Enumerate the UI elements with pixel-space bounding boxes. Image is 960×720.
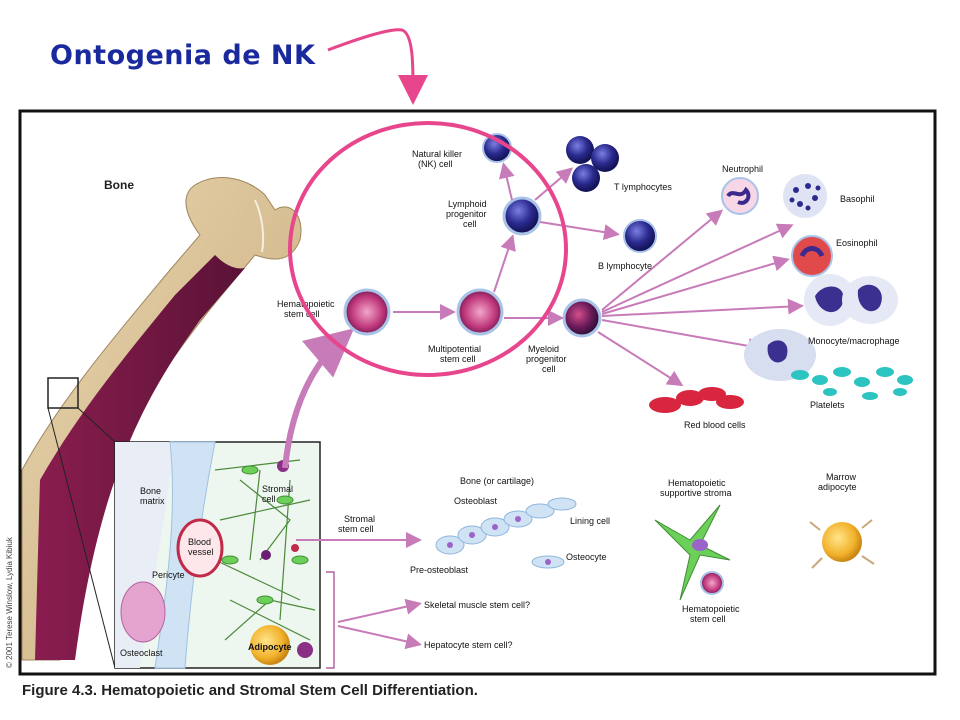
svg-text:supportive stroma: supportive stroma: [660, 488, 732, 498]
lymphoid-progenitor: [502, 196, 542, 236]
b-lymphocyte: [623, 219, 657, 253]
multipotential-stem-cell: [456, 288, 504, 336]
supportive-stroma-cell: [654, 504, 731, 601]
svg-text:Stromal: Stromal: [262, 484, 293, 494]
svg-text:Myeloid: Myeloid: [528, 344, 559, 354]
eosinophil: [791, 235, 833, 277]
bone-label: Bone: [104, 178, 134, 192]
red-blood-cells: [649, 387, 744, 413]
svg-text:stem cell: stem cell: [284, 309, 320, 319]
figure-caption: Figure 4.3. Hematopoietic and Stromal St…: [22, 682, 478, 699]
osteoclast-label: Osteoclast: [120, 648, 163, 658]
myeloid-progenitor: [562, 298, 602, 338]
marrow-adip-label-1: Marrow: [826, 472, 857, 482]
svg-text:Natural killer: Natural killer: [412, 149, 462, 159]
marrow-adipocyte: [822, 522, 862, 562]
lymphoid-label-1: Lymphoid: [448, 199, 487, 209]
svg-text:adipocyte: adipocyte: [818, 482, 857, 492]
platelets: [791, 367, 913, 400]
zoom-box: [47, 377, 79, 409]
hsc2-label-1: Hematopoietic: [682, 604, 740, 614]
basophil-label: Basophil: [840, 194, 875, 204]
bone-illustration: Bone: [21, 177, 302, 661]
supportive-label-2: supportive stroma: [660, 488, 732, 498]
svg-text:progenitor: progenitor: [446, 209, 487, 219]
svg-text:stem cell: stem cell: [690, 614, 726, 624]
svg-text:(NK) cell: (NK) cell: [418, 159, 453, 169]
svg-text:cell: cell: [463, 219, 477, 229]
myeloid-label-2: progenitor: [526, 354, 567, 364]
stromal-cell-label-2: cell: [262, 494, 276, 504]
rbc-label: Red blood cells: [684, 420, 746, 430]
lymphoid-label-3: cell: [463, 219, 477, 229]
stromal-cell-label-1: Stromal: [262, 484, 293, 494]
nk-label-1: Natural killer: [412, 149, 462, 159]
bone-cartilage-label: Bone (or cartilage): [460, 476, 534, 486]
neutrophil-label: Neutrophil: [722, 164, 763, 174]
multi-label-1: Multipotential: [428, 344, 481, 354]
lining-cell-label: Lining cell: [570, 516, 610, 526]
osteocyte-label: Osteocyte: [566, 552, 607, 562]
osteoblast-label: Osteoblast: [454, 496, 498, 506]
adipocyte-label: Adipocyte: [248, 642, 292, 652]
svg-text:cell: cell: [262, 494, 276, 504]
svg-text:stem cell: stem cell: [440, 354, 476, 364]
hsc2-label-2: stem cell: [690, 614, 726, 624]
svg-text:Hematopoietic: Hematopoietic: [682, 604, 740, 614]
pre-osteoblast-label: Pre-osteoblast: [410, 565, 469, 575]
title-arrow: [327, 28, 429, 105]
svg-text:progenitor: progenitor: [526, 354, 567, 364]
t-lymphocyte-2: [591, 144, 619, 172]
marrow-adip-label-2: adipocyte: [818, 482, 857, 492]
svg-text:cell: cell: [542, 364, 556, 374]
lineage-labels: Natural killer (NK) cell Lymphoid progen…: [277, 149, 900, 430]
nk-label-2: (NK) cell: [418, 159, 453, 169]
svg-text:Blood: Blood: [188, 537, 211, 547]
basophil: [783, 174, 827, 218]
monocyte-label: Monocyte/macrophage: [808, 336, 900, 346]
nk-highlight-circle: [288, 121, 568, 377]
marrow-inset: Bone matrix Stromal cell Blood vessel Pe…: [114, 441, 321, 669]
myeloid-label-3: cell: [542, 364, 556, 374]
t-lymphocyte-1: [566, 136, 594, 164]
inset-to-hsc-arrow: [282, 328, 355, 469]
pericyte-label: Pericyte: [152, 570, 185, 580]
svg-text:stem cell: stem cell: [338, 524, 374, 534]
bone-matrix-label-2: matrix: [140, 496, 165, 506]
t-lymphocyte-3: [572, 164, 600, 192]
supportive-label-1: Hematopoietic: [668, 478, 726, 488]
svg-text:Lymphoid: Lymphoid: [448, 199, 487, 209]
platelets-label: Platelets: [810, 400, 845, 410]
svg-text:Bone: Bone: [140, 486, 161, 496]
copyright: © 2001 Terese Winslow, Lydia Kibiuk: [5, 536, 14, 668]
svg-text:Marrow: Marrow: [826, 472, 857, 482]
svg-text:Multipotential: Multipotential: [428, 344, 481, 354]
stromal-stem-label-1: Stromal: [344, 514, 375, 524]
myeloid-label-1: Myeloid: [528, 344, 559, 354]
svg-text:vessel: vessel: [188, 547, 214, 557]
lymphoid-label-2: progenitor: [446, 209, 487, 219]
eosinophil-label: Eosinophil: [836, 238, 878, 248]
b-lymphocyte-label: B lymphocyte: [598, 261, 652, 271]
blood-vessel-label-1: Blood: [188, 537, 211, 547]
stromal-stem-label-2: stem cell: [338, 524, 374, 534]
multi-label-2: stem cell: [440, 354, 476, 364]
t-lymphocytes-label: T lymphocytes: [614, 182, 672, 192]
stromal-lineage: Stromal stem cell Skeletal muscle stem c…: [296, 472, 875, 669]
svg-text:Hematopoietic: Hematopoietic: [668, 478, 726, 488]
svg-text:Stromal: Stromal: [344, 514, 375, 524]
hematopoietic-lineage: [343, 133, 913, 413]
hematopoietic-stem-cell: [343, 288, 391, 336]
hsc-label-2: stem cell: [284, 309, 320, 319]
blood-vessel-label-2: vessel: [188, 547, 214, 557]
skeletal-muscle-label: Skeletal muscle stem cell?: [424, 600, 530, 610]
svg-text:matrix: matrix: [140, 496, 165, 506]
bone-matrix-label-1: Bone: [140, 486, 161, 496]
hepatocyte-label: Hepatocyte stem cell?: [424, 640, 513, 650]
slide-title: Ontogenia de NK: [50, 40, 316, 71]
